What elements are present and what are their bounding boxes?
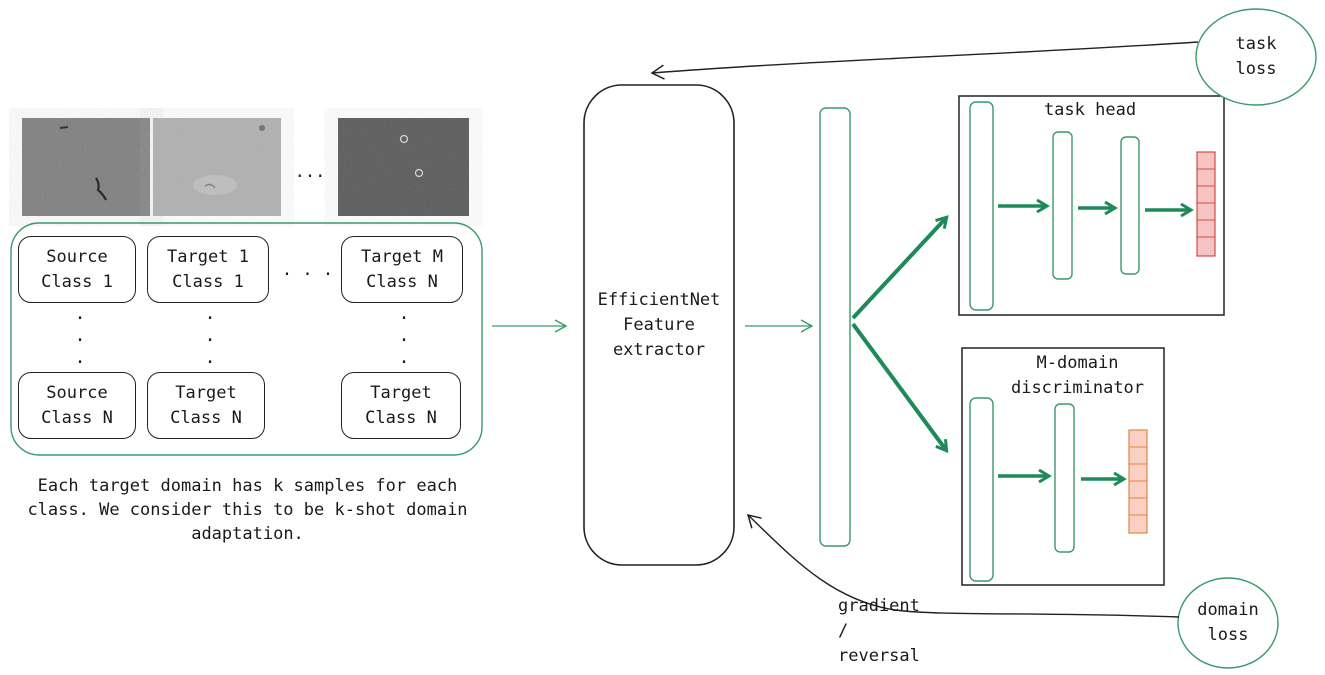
vertical-ellipsis-source: . . . [74,303,86,368]
task-head-layer-1 [969,101,994,311]
task-head-layer-2 [1052,131,1073,280]
source-class-n-box: Source Class N [18,372,136,439]
class-grid-container [10,222,483,456]
feature-extractor-box [583,84,735,566]
source-class-1-box: Source Class 1 [18,236,136,303]
task-head-layer-3 [1120,136,1140,275]
feature-extractor-label: EfficientNet Feature extractor [597,290,721,360]
arrow-to-task-head [851,218,946,320]
horizontal-ellipsis: . . . [281,260,334,280]
vertical-ellipsis-target1: . . . [204,303,216,368]
task-loss-ellipse [1195,8,1317,106]
arrow-to-discriminator [851,322,946,450]
task-loss-label: task loss [1235,34,1277,79]
discriminator-panel [961,347,1165,586]
vertical-ellipsis-targetm: . . . [398,303,410,368]
task-output-vector [1196,151,1216,257]
target-m-class-n-box: Target M Class N [341,236,463,303]
discriminator-layer-2 [1054,403,1075,553]
discriminator-title: M-domain discriminator [1010,353,1145,398]
domain-output-vector [1128,429,1148,534]
microscopy-thumbnails [22,118,469,216]
feature-vector-bar [819,107,851,547]
domain-loss-ellipse [1177,577,1279,669]
task-head-panel [958,95,1225,316]
caption: Each target domain has k samples for eac… [27,476,468,544]
target-class-n-box: Target Class N [147,372,265,439]
discriminator-layer-1 [969,397,994,582]
domain-loss-feedback-arrow [746,513,1180,618]
thumbnail-ellipsis: ... [294,162,326,182]
task-loss-feedback-arrow [650,41,1199,80]
gradient-reversal-label: gradient / reversal [838,596,920,666]
target-1-class-1-box: Target 1 Class 1 [147,236,269,303]
target-m-class-n-bottom-box: Target Class N [341,372,461,439]
task-head-title: task head [1043,100,1137,120]
domain-loss-label: domain loss [1197,600,1259,645]
